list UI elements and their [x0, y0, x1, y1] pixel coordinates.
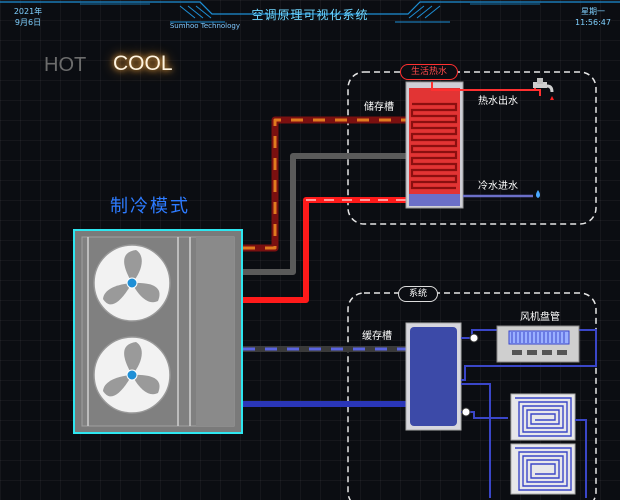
pipe-floor-return — [575, 419, 587, 498]
buffer-tank-water — [410, 327, 457, 426]
faucet-icon — [533, 78, 554, 100]
time-text: 11:56:47 — [575, 18, 611, 27]
storage-tank-cold-zone — [409, 194, 460, 206]
page-subtitle: Sumhoo Technology — [169, 22, 240, 30]
floor-coil-1 — [510, 393, 576, 441]
weekday-text: 星期一 — [581, 7, 605, 16]
heating-coil — [410, 102, 458, 190]
fan-coil-label: 风机盘管 — [520, 312, 560, 323]
system-panel-title: 系统 — [398, 286, 439, 302]
cool-mode-button[interactable]: COOL — [113, 52, 173, 75]
storage-tank-label: 储存槽 — [364, 102, 394, 113]
pipe-hot-supply — [243, 197, 410, 303]
floor-coil-2 — [510, 443, 576, 495]
fan-icon-2 — [93, 336, 171, 414]
year-text: 2021年 — [13, 7, 43, 16]
date-text: 9月6日 — [14, 18, 42, 27]
pipe-warm-return-flow — [243, 118, 410, 250]
cold-water-in-label: 冷水进水 — [478, 181, 518, 192]
fan-coil-vents — [512, 350, 567, 355]
pump-icon-2 — [461, 407, 471, 417]
water-drop-icon — [536, 190, 540, 198]
hot-water-out-line — [432, 89, 541, 96]
hot-mode-button[interactable]: HOT — [44, 54, 87, 76]
fan-icon — [93, 244, 171, 322]
pipe-warm-return — [243, 116, 410, 252]
pipe-gray — [243, 153, 410, 275]
dhw-panel-title: 生活热水 — [400, 64, 459, 80]
buffer-tank-label: 缓存槽 — [362, 331, 392, 342]
header: 2021年 9月6日 空调原理可视化系统 Sumhoo Technology 星… — [0, 0, 620, 36]
pump-icon — [469, 333, 479, 343]
clock-display: 星期一 11:56:47 — [566, 6, 620, 28]
date-display: 2021年 9月6日 — [4, 6, 52, 28]
hot-water-out-label: 热水出水 — [478, 96, 518, 107]
mode-label: 制冷模式 — [110, 196, 190, 217]
header-frame — [0, 1, 620, 23]
pipe-floor-loop — [461, 383, 491, 498]
fan-coil-fin-lines — [511, 332, 565, 343]
system-panel-border — [347, 292, 597, 500]
dhw-panel-border — [347, 71, 597, 225]
page-title: 空调原理可视化系统 — [251, 8, 369, 22]
